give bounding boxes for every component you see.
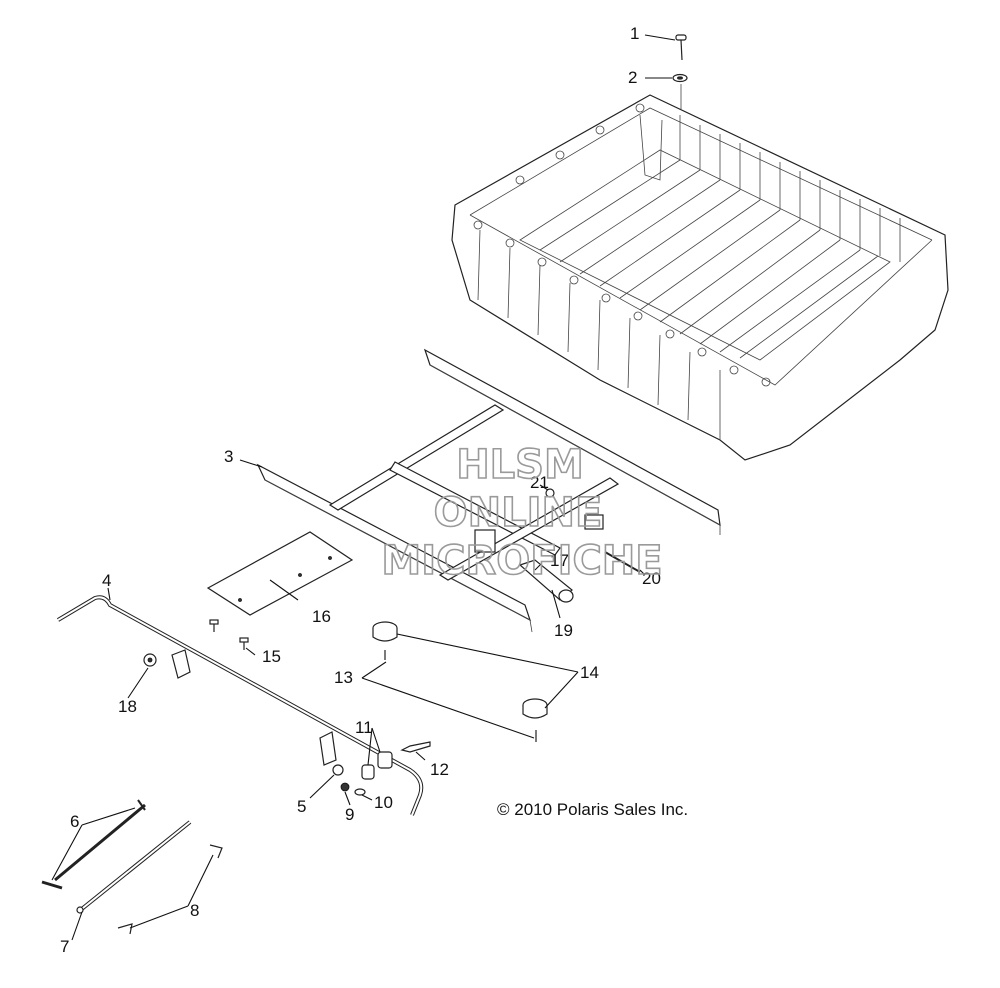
rim-bumps — [473, 103, 771, 387]
part-15b-screw — [209, 619, 219, 632]
callout-7: 7 — [60, 937, 69, 956]
part-15-screw — [239, 637, 249, 650]
part-12-bolt — [400, 741, 431, 753]
part-6-rod — [41, 799, 146, 890]
watermark-line-2: ONLINE — [434, 490, 603, 536]
watermark-line-3: MICROFICHE — [381, 538, 662, 584]
watermark-line-1: HLSM — [456, 442, 584, 488]
callout-10: 10 — [374, 793, 393, 812]
callout-8: 8 — [190, 901, 199, 920]
callout-2: 2 — [628, 68, 637, 87]
part-3-frame — [256, 348, 721, 633]
part-18-clip — [143, 653, 157, 667]
part-4-tube — [56, 595, 424, 816]
part-2-washer — [672, 73, 688, 83]
side-posts — [477, 229, 721, 440]
callout-20: 20 — [642, 569, 661, 588]
callout-11: 11 — [355, 718, 373, 737]
part-5-nut — [332, 764, 344, 776]
callout-21: 21 — [530, 473, 549, 492]
callout-18: 18 — [118, 697, 137, 716]
part-1-bolt — [675, 34, 687, 61]
leader-lines — [51, 34, 676, 941]
part-21-bolt — [545, 488, 555, 498]
part-8-bracket — [117, 844, 223, 935]
part-9-nut — [340, 782, 350, 792]
part-7-gas-strut — [76, 820, 192, 914]
wall-ribs — [679, 115, 901, 262]
callout-1: 1 — [630, 24, 639, 43]
callout-12: 12 — [430, 760, 449, 779]
callout-19: 19 — [554, 621, 573, 640]
callout-3: 3 — [224, 447, 233, 466]
copyright-notice: © 2010 Polaris Sales Inc. — [497, 800, 688, 819]
callout-9: 9 — [345, 805, 354, 824]
callout-6: 6 — [70, 812, 79, 831]
callout-13: 13 — [334, 668, 353, 687]
callout-5: 5 — [297, 797, 306, 816]
watermark: HLSM ONLINE MICROFICHE — [381, 441, 664, 585]
part-17-19-cylinder — [518, 559, 574, 603]
part-10-washer — [354, 788, 366, 796]
floor-ribs — [539, 159, 879, 359]
callout-4: 4 — [102, 571, 111, 590]
part-11-bushing — [361, 751, 393, 780]
part-14-bumpers — [372, 621, 548, 719]
callout-labels: 1 2 3 4 5 6 7 8 9 10 11 12 13 14 15 16 1… — [60, 24, 661, 956]
part-13-screw — [384, 650, 537, 742]
callout-17: 17 — [550, 551, 569, 570]
cargo-box — [451, 94, 949, 461]
part-20-pin — [604, 551, 641, 573]
callout-16: 16 — [312, 607, 331, 626]
part-16-plate — [206, 531, 354, 616]
callout-14: 14 — [580, 663, 599, 682]
callout-15: 15 — [262, 647, 281, 666]
